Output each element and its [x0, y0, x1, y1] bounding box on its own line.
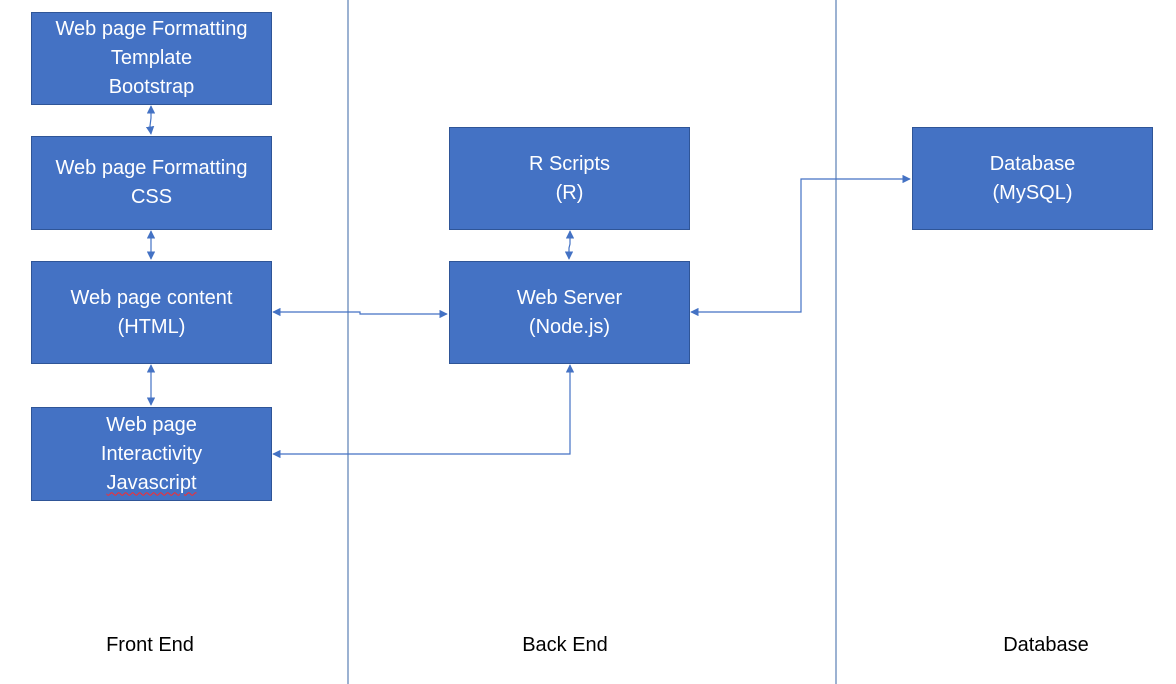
database-box: Database (MySQL)	[912, 127, 1153, 230]
database-box-line2: (MySQL)	[992, 181, 1073, 204]
column-label-back-end: Back End	[522, 634, 608, 656]
web-server-box-line2: (Node.js)	[528, 315, 611, 338]
html-box-line1: Web page content	[70, 286, 233, 309]
bootstrap-box-line3: Bootstrap	[108, 76, 195, 98]
database-box-line1: Database	[989, 152, 1076, 175]
bootstrap-box-line2: Template	[110, 47, 193, 69]
html-box: Web page content (HTML)	[31, 261, 272, 364]
connector-rscripts-webserver	[564, 230, 575, 260]
css-box: Web page Formatting CSS	[31, 136, 272, 230]
connector-webserver-database	[690, 174, 911, 317]
r-scripts-box-line1: R Scripts	[528, 152, 611, 175]
css-box-line1: Web page Formatting	[55, 157, 248, 179]
column-label-front-end: Front End	[106, 634, 194, 656]
r-scripts-box-line2: (R)	[555, 181, 584, 204]
html-box-line2: (HTML)	[117, 315, 186, 338]
javascript-box-line2: Interactivity	[100, 442, 203, 465]
javascript-box-line1: Web page	[106, 413, 197, 436]
connector-html-webserver	[272, 307, 448, 319]
bootstrap-box: Web page Formatting Template Bootstrap	[31, 12, 272, 105]
web-server-box-line1: Web Server	[516, 286, 623, 309]
connector-bootstrap-css	[145, 105, 156, 135]
javascript-box-line3: Javascript	[106, 471, 197, 494]
bootstrap-box-line1: Web page Formatting	[55, 18, 248, 40]
javascript-box: Web page Interactivity Javascript	[31, 407, 272, 501]
css-box-line2: CSS	[130, 186, 173, 208]
r-scripts-box: R Scripts (R)	[449, 127, 690, 230]
column-label-database: Database	[1003, 634, 1089, 656]
connector-webserver-javascript	[272, 364, 575, 459]
web-server-box: Web Server (Node.js)	[449, 261, 690, 364]
